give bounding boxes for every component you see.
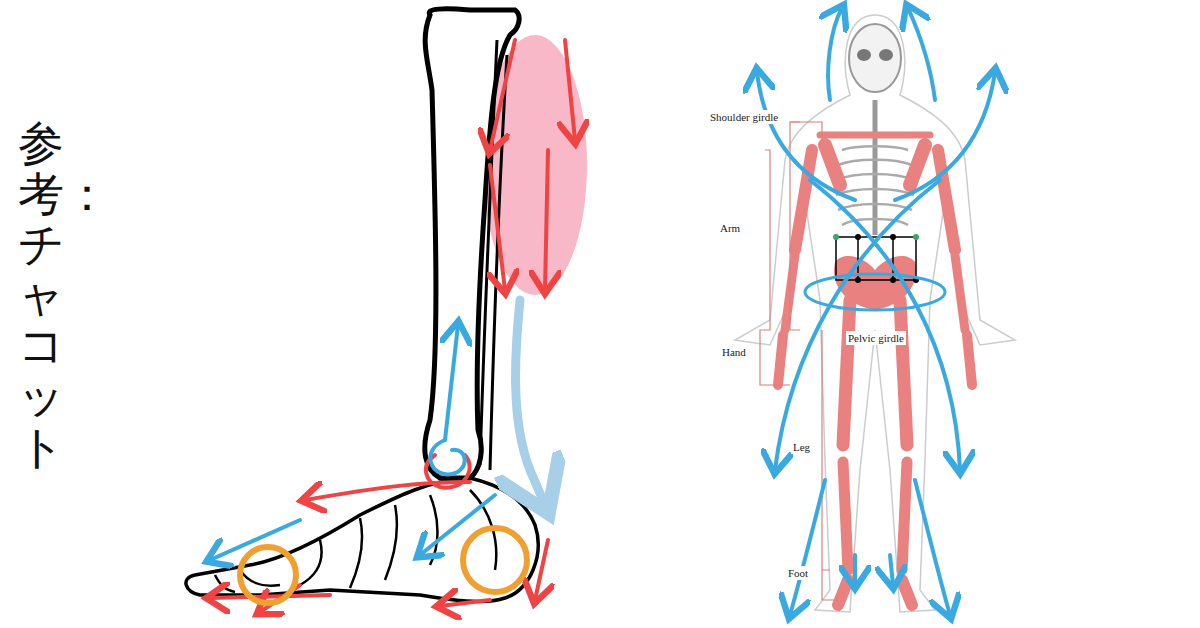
part-label: Arm — [718, 221, 742, 235]
leg-illustration — [186, 9, 587, 612]
part-label: Hand — [720, 345, 748, 359]
part-label: Shoulder girdle — [708, 110, 780, 124]
skeleton-illustration — [735, 8, 1015, 615]
part-label: Foot — [786, 566, 810, 580]
joint-circle — [463, 528, 527, 592]
part-label: Pelvic girdle — [846, 331, 906, 345]
source-note: 参考：チャコット — [18, 118, 64, 472]
part-label: Leg — [791, 440, 812, 454]
tibia — [425, 9, 519, 478]
joint-circle — [240, 547, 296, 603]
fibula — [480, 40, 497, 465]
